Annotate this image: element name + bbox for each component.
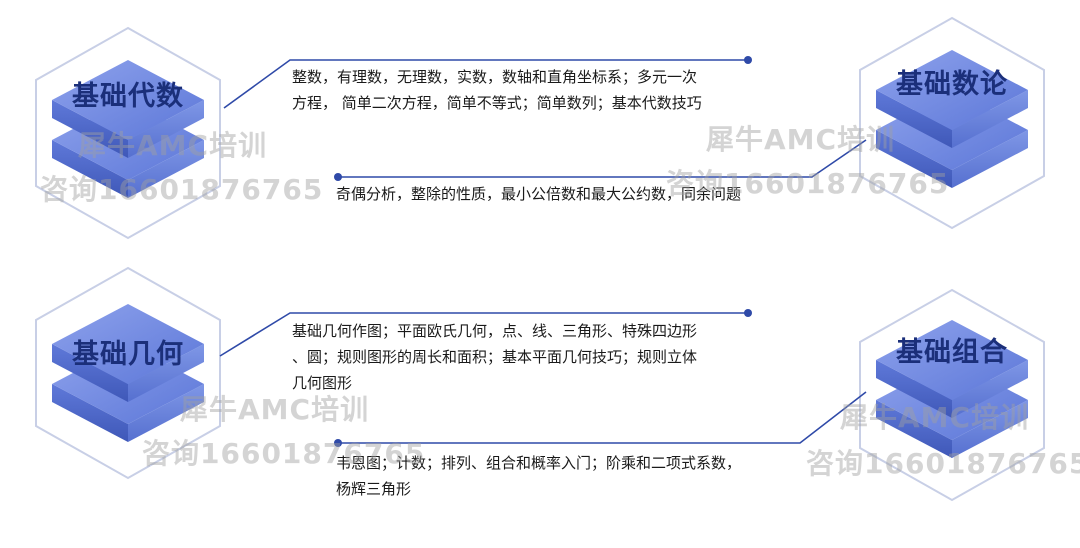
description-line: 方程， 简单二次方程，简单不等式；简单数列；基本代数技巧: [292, 94, 702, 112]
watermark-text: 咨询16601876765: [806, 447, 1080, 480]
description-line: 杨辉三角形: [336, 480, 412, 498]
stacked-layers-icon: [52, 304, 204, 442]
description-line: 奇偶分析，整除的性质，最小公倍数和最大公约数，同余问题: [336, 185, 742, 203]
topic-title-combinatorics: 基础组合: [896, 337, 1008, 368]
topic-geometry-badge: [35, 266, 221, 480]
watermark-text: 咨询16601876765: [666, 167, 950, 200]
connector-algebra: [223, 59, 748, 109]
topic-description-algebra: 整数，有理数，无理数，实数，数轴和直角坐标系；多元一次 方程， 简单二次方程，简…: [292, 64, 702, 116]
description-line: 几何图形: [292, 374, 353, 392]
topic-title-number-theory: 基础数论: [896, 69, 1008, 100]
connector-dot: [744, 309, 752, 317]
topic-algebra-badge: [35, 26, 221, 240]
connector-lines: [219, 56, 867, 447]
topic-title-algebra: 基础代数: [72, 81, 184, 112]
watermark-text: 犀牛AMC培训: [180, 393, 370, 426]
connector-dot: [744, 56, 752, 64]
topic-description-combinatorics: 韦恩图；计数；排列、组合和概率入门；阶乘和二项式系数， 杨辉三角形: [336, 450, 741, 502]
topic-description-number-theory: 奇偶分析，整除的性质，最小公倍数和最大公约数，同余问题: [336, 181, 741, 207]
watermark-text: 咨询16601876765: [142, 437, 426, 470]
connector-number-theory: [338, 139, 867, 178]
watermark-text: 犀牛AMC培训: [78, 129, 268, 162]
connector-dot: [334, 439, 342, 447]
watermark-text: 犀牛AMC培训: [840, 401, 1030, 434]
description-line: 基础几何作图；平面欧氏几何，点、线、三角形、特殊四边形: [292, 322, 698, 340]
topic-combinatorics-badge: [859, 288, 1045, 502]
watermark-text: 咨询16601876765: [40, 173, 324, 206]
stacked-layers-icon: [876, 50, 1028, 188]
watermark-text: 犀牛AMC培训: [706, 123, 896, 156]
description-line: 整数，有理数，无理数，实数，数轴和直角坐标系；多元一次: [292, 68, 698, 86]
stacked-layers-icon: [876, 320, 1028, 458]
description-line: 韦恩图；计数；排列、组合和概率入门；阶乘和二项式系数，: [336, 454, 742, 472]
connector-combinatorics: [338, 391, 867, 444]
stacked-layers-icon: [52, 60, 204, 198]
connector-geometry: [219, 312, 748, 357]
topic-number-theory-badge: [859, 16, 1045, 230]
description-line: 、圆；规则图形的周长和面积；基本平面几何技巧；规则立体: [292, 348, 698, 366]
topic-title-geometry: 基础几何: [72, 339, 184, 370]
connector-dot: [334, 173, 342, 181]
topic-description-geometry: 基础几何作图；平面欧氏几何，点、线、三角形、特殊四边形 、圆；规则图形的周长和面…: [292, 318, 697, 396]
